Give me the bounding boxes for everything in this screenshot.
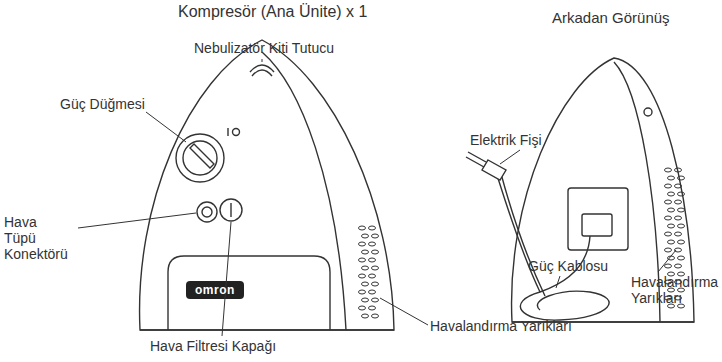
front-face-edge [262,52,346,330]
leader-line [222,222,231,336]
electric-plug [482,160,506,180]
ventilation-slot [372,250,379,254]
part-label: Kompresör (Ana Ünite) x 1 [178,4,367,20]
ventilation-slot [359,242,366,246]
power-knob-grip [190,144,214,168]
ventilation-slot [668,176,675,180]
ventilation-slot [665,216,672,220]
switch-mark-on [227,128,228,136]
back-hole [644,108,652,116]
ventilation-slot [665,232,672,236]
base-line [140,329,394,330]
ventilation-slot [675,184,682,188]
air-tube-connector [197,202,217,222]
ventilation-slot [665,168,672,172]
cord-recess [568,188,628,250]
power-cord [500,170,545,296]
kit-holder [250,65,274,72]
logo-plate [186,281,244,299]
part-label: Havalandırma Yarıkları [631,274,718,306]
part-label: Güç Kablosu [528,258,608,274]
ventilation-slot [678,240,685,244]
leader-lines [78,59,676,336]
ventilation-slot [369,258,376,262]
compressor-body [140,40,394,330]
ventilation-slot [369,274,376,278]
ventilation-slot [359,290,366,294]
part-label: Elektrik Fişi [470,132,542,148]
ventilation-slot [362,314,369,318]
leader-line [262,59,263,62]
ventilation-slot [362,266,369,270]
ventilation-slot [359,226,366,230]
switch-mark-off [233,129,240,136]
leader-line [500,150,520,164]
ventilation-slot [668,208,675,212]
leader-line [78,213,196,228]
part-label: Hava Tüpü Konektörü [4,214,68,262]
kit-holder [252,70,272,76]
part-label: Arkadan Görünüş [552,10,670,26]
ventilation-slot [362,282,369,286]
part-label: Güç Düğmesi [60,96,145,112]
air-filter-cover-mark [230,203,231,217]
ventilation-slot [675,168,682,172]
ventilation-slot [372,266,379,270]
ventilation-slot [665,248,672,252]
ventilation-slot [362,298,369,302]
power-knob-inner [183,141,217,175]
ventilation-slot [675,232,682,236]
ventilation-slot [372,298,379,302]
ventilation-slot [668,224,675,228]
air-filter-cover [220,199,242,221]
ventilation-slot [369,242,376,246]
ventilation-slot [678,224,685,228]
ventilation-slot [665,264,672,268]
leader-line [146,112,186,142]
leader-line [556,276,560,288]
ventilation-slot [359,258,366,262]
ventilation-slot [369,226,376,230]
ventilation-slot [362,250,369,254]
ventilation-slot [668,240,675,244]
ventilation-slot [372,314,379,318]
ventilation-slot [372,234,379,238]
ventilation-slot [369,290,376,294]
leader-line [658,250,676,272]
ventilation-slot [359,306,366,310]
brand-logo: omron [195,282,235,298]
ventilation-slot [372,282,379,286]
cord-socket [582,214,612,236]
ventilation-slot [675,216,682,220]
ventilation-slots [359,226,379,318]
ventilation-slot [678,192,685,196]
part-label: Nebulizatör Kiti Tutucu [194,40,334,56]
ventilation-slot [359,274,366,278]
ventilation-slot [675,264,682,268]
ventilation-slot [678,176,685,180]
power-cord [496,172,540,292]
ventilation-slot [369,306,376,310]
part-label: Havalandırma Yarıkları [430,318,572,334]
ventilation-slot [678,256,685,260]
ventilation-slot [668,192,675,196]
power-knob [176,134,224,182]
ventilation-slot [362,234,369,238]
part-label: Hava Filtresi Kapağı [150,338,276,354]
ventilation-slot [678,208,685,212]
ventilation-slot [675,200,682,204]
electric-plug-pins [466,152,486,167]
air-tube-connector-inner [202,207,212,217]
ventilation-slot [665,184,672,188]
front-panel [168,256,330,330]
leader-line [380,298,428,325]
ventilation-slot [665,200,672,204]
